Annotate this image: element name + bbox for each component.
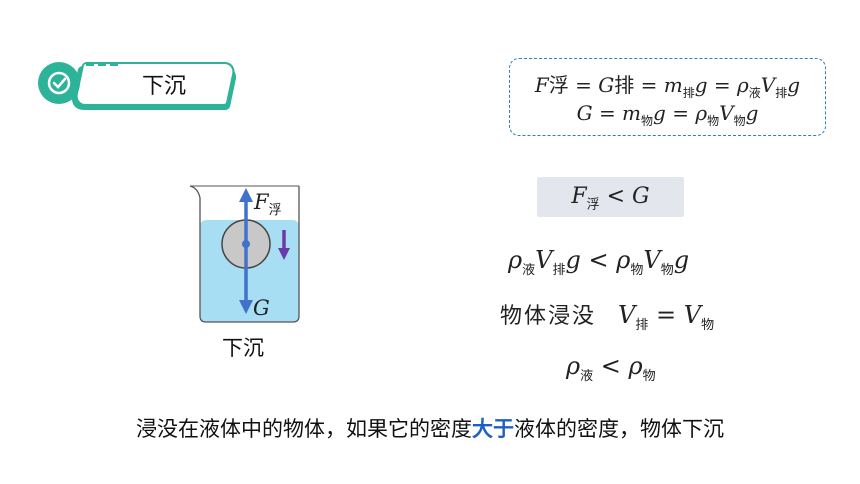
section-title-badge: 下沉 — [38, 60, 239, 112]
eq-subscript: 物 — [701, 317, 715, 333]
eq-subscript: 排 — [552, 262, 566, 278]
motion-arrowhead — [278, 248, 290, 260]
formula-text: = m — [634, 73, 683, 97]
immersion-equation: 物体浸没 V排 = V物 — [500, 298, 714, 333]
diagram-caption: 下沉 — [222, 336, 264, 360]
formula-text: g = ρ — [653, 101, 708, 125]
formula-line-1: F浮 = G排 = m排g = ρ液V排g — [510, 69, 825, 101]
gravity-label: G — [253, 296, 270, 320]
eq-symbol: V — [618, 301, 636, 329]
formula-symbol: V — [719, 101, 734, 125]
eq-subscript: 物 — [642, 368, 656, 384]
check-icon — [38, 62, 80, 104]
formula-symbol: g — [787, 73, 801, 97]
buoyancy-arrowhead — [239, 188, 253, 202]
beaker-outline — [189, 185, 300, 323]
formula-box: F浮 = G排 = m排g = ρ液V排g G = m物g = ρ物V物g — [509, 58, 826, 136]
formula-subscript: 排 — [775, 86, 788, 100]
conclusion-highlight: 大于 — [472, 417, 514, 441]
weight-inequality: ρ液V排g < ρ物V物g — [508, 246, 689, 278]
eq-symbol: g — [673, 246, 690, 274]
formula-text: = G — [568, 73, 615, 97]
section-title: 下沉 — [141, 74, 186, 99]
eq-text: = V — [648, 301, 702, 329]
condition-box: F浮 < G — [537, 177, 684, 217]
eq-symbol: ρ — [508, 246, 523, 274]
badge-dash — [110, 62, 118, 66]
formula-subscript: 排 — [614, 73, 635, 97]
conclusion-part: 浸没在液体中的物体，如果它的密度 — [136, 417, 472, 441]
formula-subscript: 物 — [641, 114, 654, 128]
formula-subscript: 浮 — [548, 73, 569, 97]
eq-symbol: V — [535, 246, 553, 274]
condition-relation: < G — [599, 184, 650, 209]
formula-symbol: V — [760, 73, 776, 97]
formula-subscript: 物 — [733, 114, 746, 128]
eq-text: < ρ — [593, 352, 643, 380]
formula-text: G = m — [576, 101, 642, 125]
eq-subscript: 排 — [635, 317, 649, 333]
formula-subscript: 排 — [682, 86, 695, 100]
buoyancy-subscript: 浮 — [268, 203, 282, 219]
formula-symbol: g — [745, 101, 759, 125]
density-inequality: ρ液 < ρ物 — [566, 352, 656, 384]
conclusion-text: 浸没在液体中的物体，如果它的密度大于液体的密度，物体下沉 — [0, 413, 860, 443]
formula-subscript: 物 — [707, 114, 720, 128]
beaker-diagram — [189, 185, 300, 323]
buoyancy-label: F浮 — [254, 190, 282, 218]
condition-subscript: 浮 — [586, 197, 600, 213]
eq-symbol: V — [643, 246, 661, 274]
eq-text: 物体浸没 — [500, 304, 597, 329]
eq-symbol: ρ — [566, 352, 581, 380]
badge-dash — [98, 62, 106, 66]
formula-symbol: F — [534, 73, 549, 97]
eq-subscript: 物 — [660, 262, 674, 278]
eq-subscript: 液 — [522, 262, 536, 278]
conclusion-part: 液体的密度，物体下沉 — [514, 417, 724, 441]
formula-subscript: 液 — [748, 86, 761, 100]
formula-text: g = ρ — [694, 73, 749, 97]
gravity-arrowhead — [239, 300, 253, 314]
condition-symbol: F — [571, 184, 587, 209]
eq-subscript: 物 — [630, 262, 644, 278]
center-point — [242, 240, 250, 248]
badge-dash — [86, 62, 94, 66]
eq-subscript: 液 — [580, 368, 594, 384]
formula-line-2: G = m物g = ρ物V物g — [510, 101, 825, 129]
eq-text: g < ρ — [565, 246, 631, 274]
buoyancy-symbol: F — [254, 190, 269, 214]
